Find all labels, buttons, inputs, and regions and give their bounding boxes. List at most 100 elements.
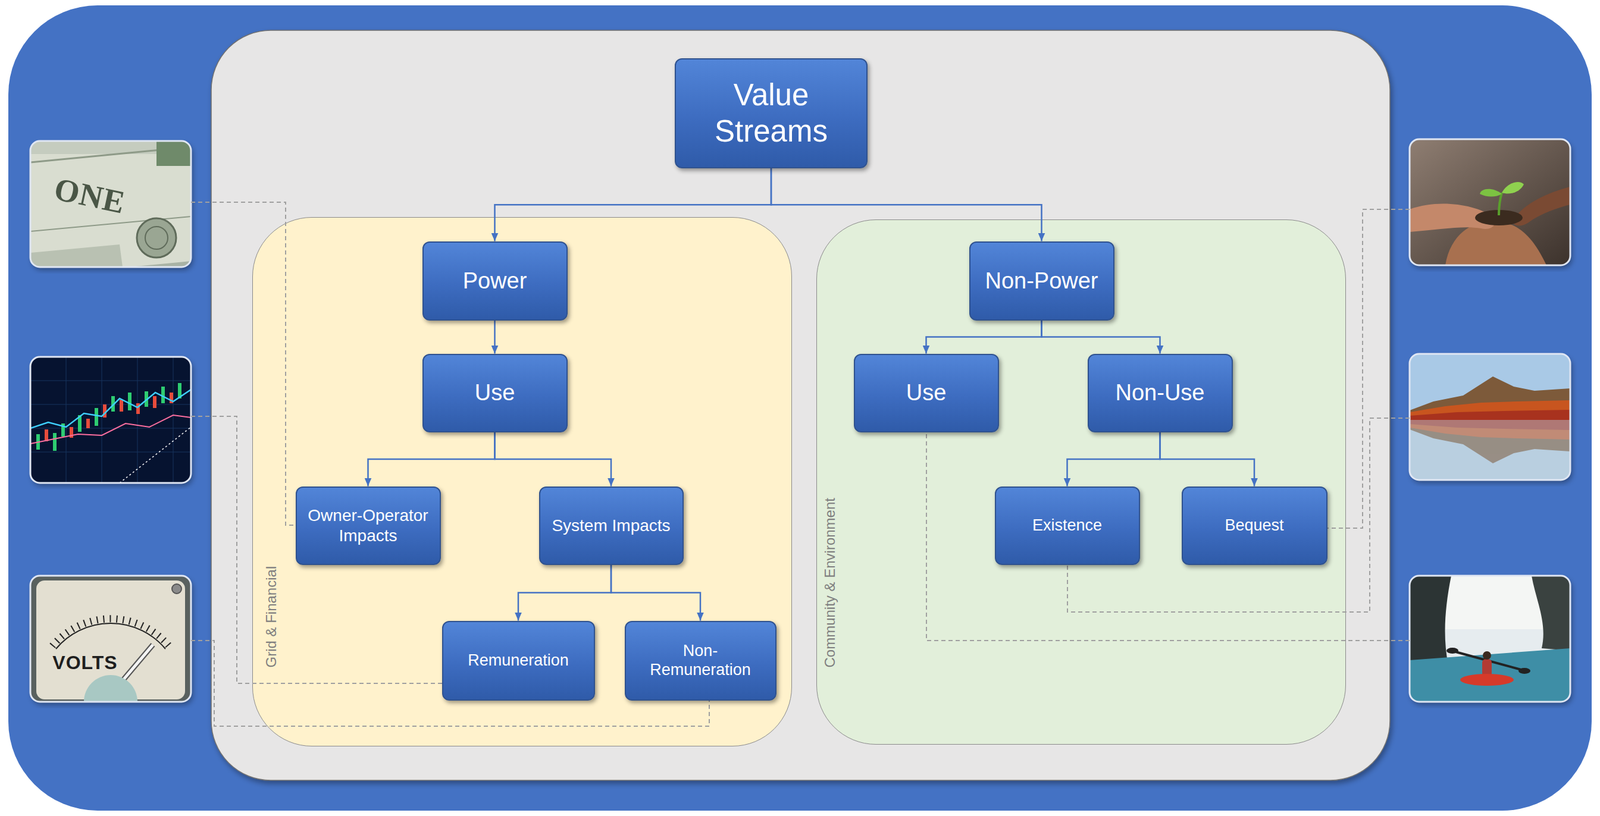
autumn-lake-photo-part-part-part <box>1409 376 1571 421</box>
stock-chart-photo-part-part <box>30 389 192 429</box>
seedling-photo-part-part <box>1409 139 1571 266</box>
dollar-photo <box>18 135 203 278</box>
stock-chart-photo-part-part <box>30 357 192 484</box>
leader-line-part <box>1327 209 1410 529</box>
autumn-lake-photo-part <box>1409 354 1571 481</box>
stock-chart-photo-part-part-part <box>152 396 157 409</box>
seedling-photo-part <box>1409 139 1571 266</box>
box-label: Use <box>906 379 947 407</box>
dollar-photo-part-part <box>136 218 177 258</box>
box-label: Value Streams <box>684 77 859 149</box>
box-label: Existence <box>1032 516 1102 536</box>
autumn-lake-photo <box>1409 354 1571 481</box>
stock-chart-photo-part-part-part <box>30 404 192 406</box>
flow-connector <box>771 168 1042 242</box>
value-box: Remuneration <box>442 621 596 701</box>
flow-connector <box>495 432 612 487</box>
voltmeter-photo-part-part <box>30 575 192 703</box>
flow-connector <box>493 320 496 355</box>
box-label: Non-Power <box>984 267 1098 295</box>
stock-chart-photo-part-part <box>36 383 182 452</box>
stock-chart-photo-part-part-part <box>30 452 192 453</box>
value-box: Use <box>853 354 1000 433</box>
flow-connector <box>1067 432 1161 487</box>
connector-group <box>368 168 1255 622</box>
stock-chart-photo-part-part-part <box>44 429 49 442</box>
autumn-lake-photo-part-part <box>1409 376 1571 421</box>
kayak-photo-part-part <box>1518 668 1531 675</box>
dollar-photo-part <box>30 141 192 268</box>
autumn-lake-photo-part-part-part <box>1409 409 1571 421</box>
stock-chart-photo-part-part-part <box>173 357 174 484</box>
leader-line <box>191 202 1410 727</box>
stock-chart-photo-part-part-part <box>127 392 132 411</box>
value-box: Non-Remuneration <box>624 621 777 701</box>
stock-chart-photo <box>30 357 192 484</box>
seedling-photo-part <box>1409 139 1571 266</box>
stock-chart-photo-part-part-part <box>30 380 192 382</box>
seedling-photo-part-part <box>1479 189 1502 197</box>
autumn-lake-photo-part-part <box>1409 420 1571 464</box>
stock-chart-photo-part <box>30 357 192 484</box>
inner-panel <box>211 30 1390 781</box>
value-box: Power <box>422 241 568 321</box>
flow-connector <box>518 565 612 622</box>
kayak-photo-part-part <box>1446 647 1459 654</box>
leader-line-part <box>191 640 710 727</box>
flow-connector <box>1041 320 1161 355</box>
stock-chart-photo-part-part-part <box>101 357 103 484</box>
stock-chart-photo-part-part-part <box>86 418 90 429</box>
photo-text: VOLTS <box>52 652 118 675</box>
box-label: Use <box>474 379 516 407</box>
kayak-photo-part-part <box>1409 575 1571 703</box>
stock-chart-photo-part-part <box>30 357 192 484</box>
voltmeter-photo-part-part <box>83 675 138 703</box>
leader-line-part <box>191 416 443 684</box>
seedling-photo-part-part <box>1445 221 1547 266</box>
autumn-lake-photo-part-part-part <box>1409 400 1571 421</box>
flow-connector <box>1160 432 1255 487</box>
value-box: Non-Use <box>1087 354 1233 433</box>
value-box: Bequest <box>1181 486 1328 566</box>
kayak-photo-part <box>1409 575 1571 703</box>
autumn-lake-photo-part-part-part <box>1409 420 1571 464</box>
voltmeter-photo-part-part <box>52 618 169 647</box>
box-label: Bequest <box>1224 516 1284 536</box>
photo-text-anchor: VOLTS <box>52 652 118 675</box>
region-panel: Community & EnvironmentNon-PowerUseNon-U… <box>816 219 1346 745</box>
photo-text: ONE <box>51 170 129 222</box>
kayak-photo-part <box>1409 575 1571 703</box>
flow-connector <box>611 565 701 622</box>
seedling-photo-part-part <box>1513 186 1571 226</box>
stock-chart-photo-part-part <box>119 427 192 484</box>
seedling-photo <box>1409 139 1571 266</box>
stock-chart-photo-part <box>30 357 192 484</box>
stock-chart-photo-part-part-part <box>136 403 140 415</box>
kayak-photo-part-part <box>1482 651 1492 660</box>
stock-chart-photo-part <box>30 357 192 484</box>
voltmeter-photo <box>30 575 192 703</box>
seedling-photo-part-part <box>1501 182 1524 194</box>
outer-band <box>8 5 1592 812</box>
autumn-lake-photo-part-part-part <box>1409 420 1571 431</box>
voltmeter-photo-part <box>30 575 192 703</box>
leader-line-part <box>1067 418 1410 613</box>
box-label: Owner-Operator Impacts <box>305 505 432 546</box>
box-label: System Impacts <box>551 515 670 536</box>
seedling-photo-part-part <box>1498 192 1502 216</box>
stock-chart-photo-part-part-part <box>119 399 124 412</box>
flow-connector <box>368 432 496 487</box>
dollar-photo-part-part <box>30 244 123 268</box>
value-box: Existence <box>994 486 1141 566</box>
kayak-photo-part <box>1409 575 1571 703</box>
leader-line-part <box>926 432 1410 641</box>
voltmeter-photo-part <box>30 575 192 703</box>
box-label: Power <box>462 267 528 295</box>
stock-chart-photo-part-part-part <box>161 386 165 404</box>
kayak-photo-part-part <box>1460 674 1514 687</box>
autumn-lake-photo-part-part <box>1409 420 1571 481</box>
dollar-photo-part-part <box>145 226 168 250</box>
value-box: System Impacts <box>539 486 684 566</box>
